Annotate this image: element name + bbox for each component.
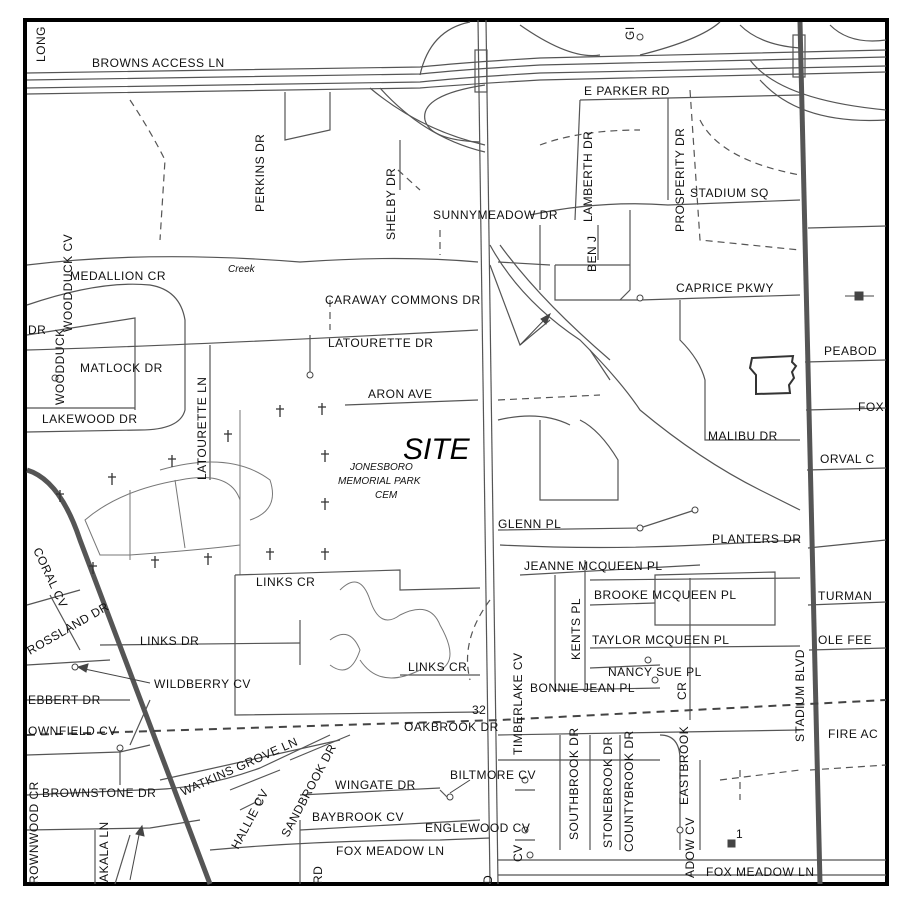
label-dr-left: DR — [28, 323, 46, 337]
label-e-parker-rd: E PARKER RD — [584, 84, 670, 98]
label-rownwood-cr: ROWNWOOD CR — [27, 781, 41, 884]
street-labels: LONG BROWNS ACCESS LN GI E PARKER RD PER… — [25, 26, 884, 884]
site-label: SITE — [403, 433, 471, 466]
cemetery-crosses — [56, 403, 329, 574]
label-prosperity-dr: PROSPERITY DR — [673, 128, 687, 232]
label-hallie-cv: HALLIE CV — [228, 787, 271, 852]
label-oakbrook-dr: OAKBROOK DR — [404, 720, 499, 734]
label-lakewood-dr: LAKEWOOD DR — [42, 412, 138, 426]
map-frame — [23, 18, 889, 886]
label-fire-ac: FIRE AC — [828, 727, 878, 741]
label-matlock-dr: MATLOCK DR — [80, 361, 163, 375]
label-fox-meadow-ln-left: FOX MEADOW LN — [336, 844, 445, 858]
label-brownstone-dr: BROWNSTONE DR — [42, 786, 156, 800]
label-stadium-sq: STADIUM SQ — [690, 186, 769, 200]
label-latourette-dr: LATOURETTE DR — [328, 336, 433, 350]
label-jeanne-mcqueen-pl: JEANNE MCQUEEN PL — [524, 559, 663, 573]
label-biltmore-cv: BILTMORE CV — [450, 768, 536, 782]
label-medallion-cr: MEDALLION CR — [70, 269, 166, 283]
label-latourette-ln: LATOURETTE LN — [195, 377, 209, 480]
label-lamberth-dr: LAMBERTH DR — [581, 131, 595, 222]
label-coral-cv: CORAL CV — [30, 545, 70, 610]
label-wingate-dr: WINGATE DR — [335, 778, 416, 792]
label-stadium-blvd: STADIUM BLVD — [793, 649, 807, 742]
label-fox-meadow-ln-right: FOX MEADOW LN — [706, 865, 815, 879]
label-wildberry-cv: WILDBERRY CV — [154, 677, 251, 691]
label-woodduck-cv: WOODDUCK CV — [61, 234, 75, 332]
label-fox: FOX — [858, 400, 884, 414]
label-baybrook-cv: BAYBROOK CV — [312, 810, 404, 824]
label-caraway-commons-dr: CARAWAY COMMONS DR — [325, 293, 481, 307]
label-ownfield-cv: OWNFIELD CV — [28, 724, 117, 738]
cemetery-label: JONESBORO MEMORIAL PARK CEM — [338, 462, 422, 501]
label-links-cr-bottom: LINKS CR — [408, 660, 467, 674]
label-aron-ave: ARON AVE — [368, 387, 432, 401]
label-gi: GI — [623, 26, 637, 40]
marker-number: 1 — [736, 827, 743, 841]
label-long: LONG — [34, 26, 48, 62]
label-nancy-sue-pl: NANCY SUE PL — [608, 665, 702, 679]
label-glenn-pl: GLENN PL — [498, 517, 561, 531]
leader-arrows — [76, 291, 874, 881]
label-planters-dr: PLANTERS DR — [712, 532, 802, 546]
label-orval: ORVAL C — [820, 452, 875, 466]
roads — [26, 19, 887, 885]
label-shelby-dr: SHELBY DR — [384, 168, 398, 240]
label-countybrook-dr: COUNTYBROOK DR — [622, 730, 636, 852]
cemetery-line-2: MEMORIAL PARK — [338, 476, 422, 487]
label-bonnie-jean-pl: BONNIE JEAN PL — [530, 681, 635, 695]
label-caprice-pkwy: CAPRICE PKWY — [676, 281, 774, 295]
label-ole-fee: OLE FEE — [818, 633, 872, 647]
label-stonebrook-dr: STONEBROOK DR — [601, 736, 615, 848]
label-englewood-cv: ENGLEWOOD CV — [425, 821, 530, 835]
label-brooke-mcqueen-pl: BROOKE MCQUEEN PL — [594, 588, 737, 602]
label-browns-access-ln: BROWNS ACCESS LN — [92, 56, 225, 70]
label-d-bottom: D — [481, 875, 495, 884]
label-taylor-mcqueen-pl: TAYLOR MCQUEEN PL — [592, 633, 729, 647]
label-adow-cv: ADOW CV — [683, 817, 697, 878]
label-akala-ln: AKALA LN — [97, 821, 111, 882]
label-eastbrook: EASTBROOK — [677, 726, 691, 805]
label-watkins-grove-ln: WATKINS GROVE LN — [179, 734, 300, 798]
section-number: 32 — [472, 703, 486, 717]
label-links-cr-top: LINKS CR — [256, 575, 315, 589]
state-outline-icon — [748, 354, 798, 396]
label-rd-bottom: RD — [311, 866, 325, 884]
label-rossland-dr: ROSSLAND DR — [25, 599, 112, 657]
cemetery-line-1: JONESBORO — [349, 462, 413, 473]
label-cv-bottom: CV — [511, 844, 525, 862]
cemetery-line-3: CEM — [375, 490, 398, 501]
label-links-dr: LINKS DR — [140, 634, 199, 648]
label-sunnymeadow-dr: SUNNYMEADOW DR — [433, 208, 558, 222]
label-perkins-dr: PERKINS DR — [253, 134, 267, 212]
label-timberlake-cv: TIMBERLAKE CV — [511, 652, 525, 755]
label-creek: Creek — [228, 264, 256, 275]
label-kents-pl: KENTS PL — [569, 598, 583, 660]
label-ebbert-dr: EBBERT DR — [28, 693, 101, 707]
label-sandbrook-dr: SANDBROOK DR — [278, 742, 339, 840]
label-southbrook-dr: SOUTHBROOK DR — [567, 727, 581, 840]
label-woodduck: WOODDUCK — [53, 328, 67, 405]
label-peabody: PEABOD — [824, 344, 877, 358]
cul-de-sac-markers — [51, 33, 699, 859]
label-ben-j: BEN J — [585, 235, 599, 272]
label-turman: TURMAN — [818, 589, 872, 603]
label-malibu-dr: MALIBU DR — [708, 429, 778, 443]
label-eastbrook-cr: CR — [675, 682, 689, 700]
